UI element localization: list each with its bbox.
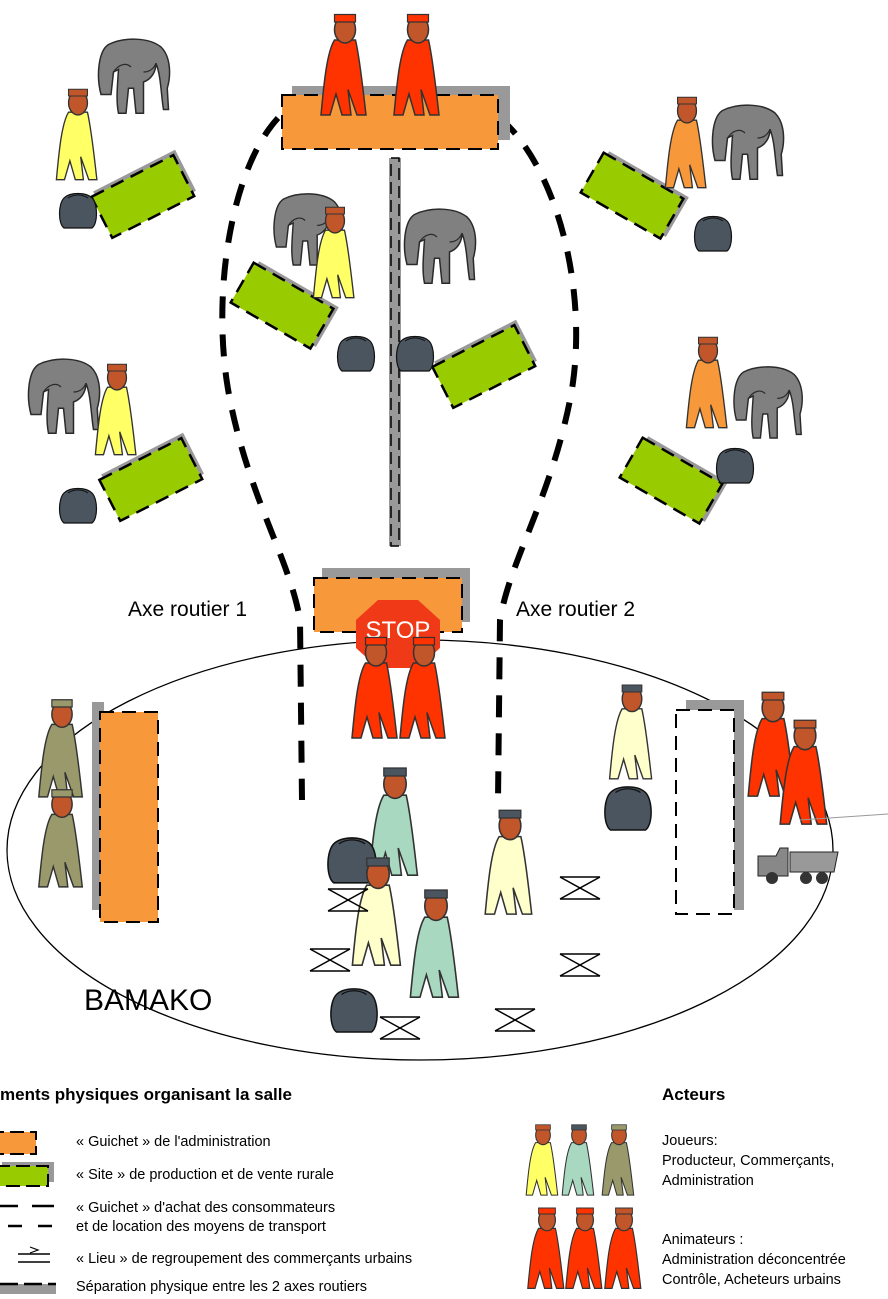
site-top-left	[88, 148, 200, 240]
legend-item-consumer: « Guichet » d'achat des consommateurs	[76, 1200, 336, 1216]
players-desc: Producteur, Commerçants,	[662, 1153, 835, 1169]
legend-title: ments physiques organisant la salle	[0, 1085, 292, 1104]
sack-icon	[395, 335, 435, 372]
legend-animator-control	[565, 1207, 603, 1290]
legend-symbol-admin	[0, 1131, 37, 1155]
elephant-icon	[733, 366, 803, 439]
legend-item-lieu: « Lieu » de regroupement des commerçants…	[76, 1251, 413, 1267]
sack-icon	[604, 786, 652, 831]
legend-symbol-separator	[0, 1282, 56, 1294]
farmer-icon	[664, 96, 707, 189]
admin-agent-icon	[38, 699, 84, 798]
legend-item-consumer-2: et de location des moyens de transport	[76, 1219, 326, 1235]
elephant-icon	[403, 208, 477, 284]
farmer-icon	[94, 363, 137, 456]
admin-agent-icon	[38, 789, 84, 888]
legend-symbol-site	[0, 1162, 54, 1187]
crossed-box-icon	[559, 876, 601, 900]
crossed-box-icon	[379, 1016, 421, 1040]
road-label-1: Axe routier 1	[128, 598, 248, 621]
trader-icon	[484, 809, 533, 915]
crossed-box-icon	[494, 1008, 536, 1032]
seller-icon	[608, 684, 653, 780]
admin-officer-top-1	[320, 13, 367, 116]
farmer-icon	[55, 88, 98, 181]
admin-guichet-bamako	[92, 702, 159, 923]
sack-icon	[58, 487, 98, 524]
sack-icon	[715, 447, 755, 484]
trader-icon	[409, 889, 460, 999]
consumer-guichet	[675, 700, 744, 915]
site-mid-right	[429, 318, 541, 410]
crossed-box-icon	[309, 948, 351, 972]
animators-title: Animateurs :	[662, 1232, 744, 1248]
site-lower-right	[618, 432, 730, 527]
legend-actor-farmer	[525, 1124, 559, 1196]
legend-item-separator: Séparation physique entre les 2 axes rou…	[76, 1279, 367, 1295]
legend-animator-admin	[527, 1207, 565, 1290]
admin-officer-top-2	[393, 13, 440, 116]
city-label: BAMAKO	[84, 984, 213, 1017]
hint-line	[799, 813, 888, 821]
legend-symbol-consumer	[0, 1204, 54, 1228]
farmer-icon	[685, 336, 728, 429]
legend-animator-buyer	[604, 1207, 642, 1290]
animators-desc-2: Contrôle, Acheteurs urbains	[662, 1272, 841, 1288]
legend-item-site: « Site » de production et de vente rural…	[76, 1167, 334, 1183]
road-label-2: Axe routier 2	[516, 598, 636, 621]
crossed-box-icon	[559, 953, 601, 977]
elephant-icon	[27, 358, 101, 434]
sack-icon	[58, 192, 98, 229]
sack-icon	[693, 215, 733, 252]
road-boundary	[219, 115, 580, 801]
truck-icon	[757, 847, 839, 884]
elephant-icon	[97, 38, 171, 114]
elephant-icon	[711, 104, 785, 180]
legend-actor-trader	[561, 1124, 595, 1196]
legend-item-admin: « Guichet » de l'administration	[76, 1134, 271, 1150]
players-desc-2: Administration	[662, 1173, 754, 1189]
players-title: Joueurs:	[662, 1133, 718, 1149]
actors-title: Acteurs	[662, 1085, 726, 1104]
legend-symbol-lieu	[18, 1246, 50, 1263]
legend-actor-admin	[601, 1124, 635, 1196]
sack-icon	[330, 988, 378, 1033]
animators-desc: Administration déconcentrée	[662, 1252, 846, 1268]
sack-icon	[336, 335, 376, 372]
